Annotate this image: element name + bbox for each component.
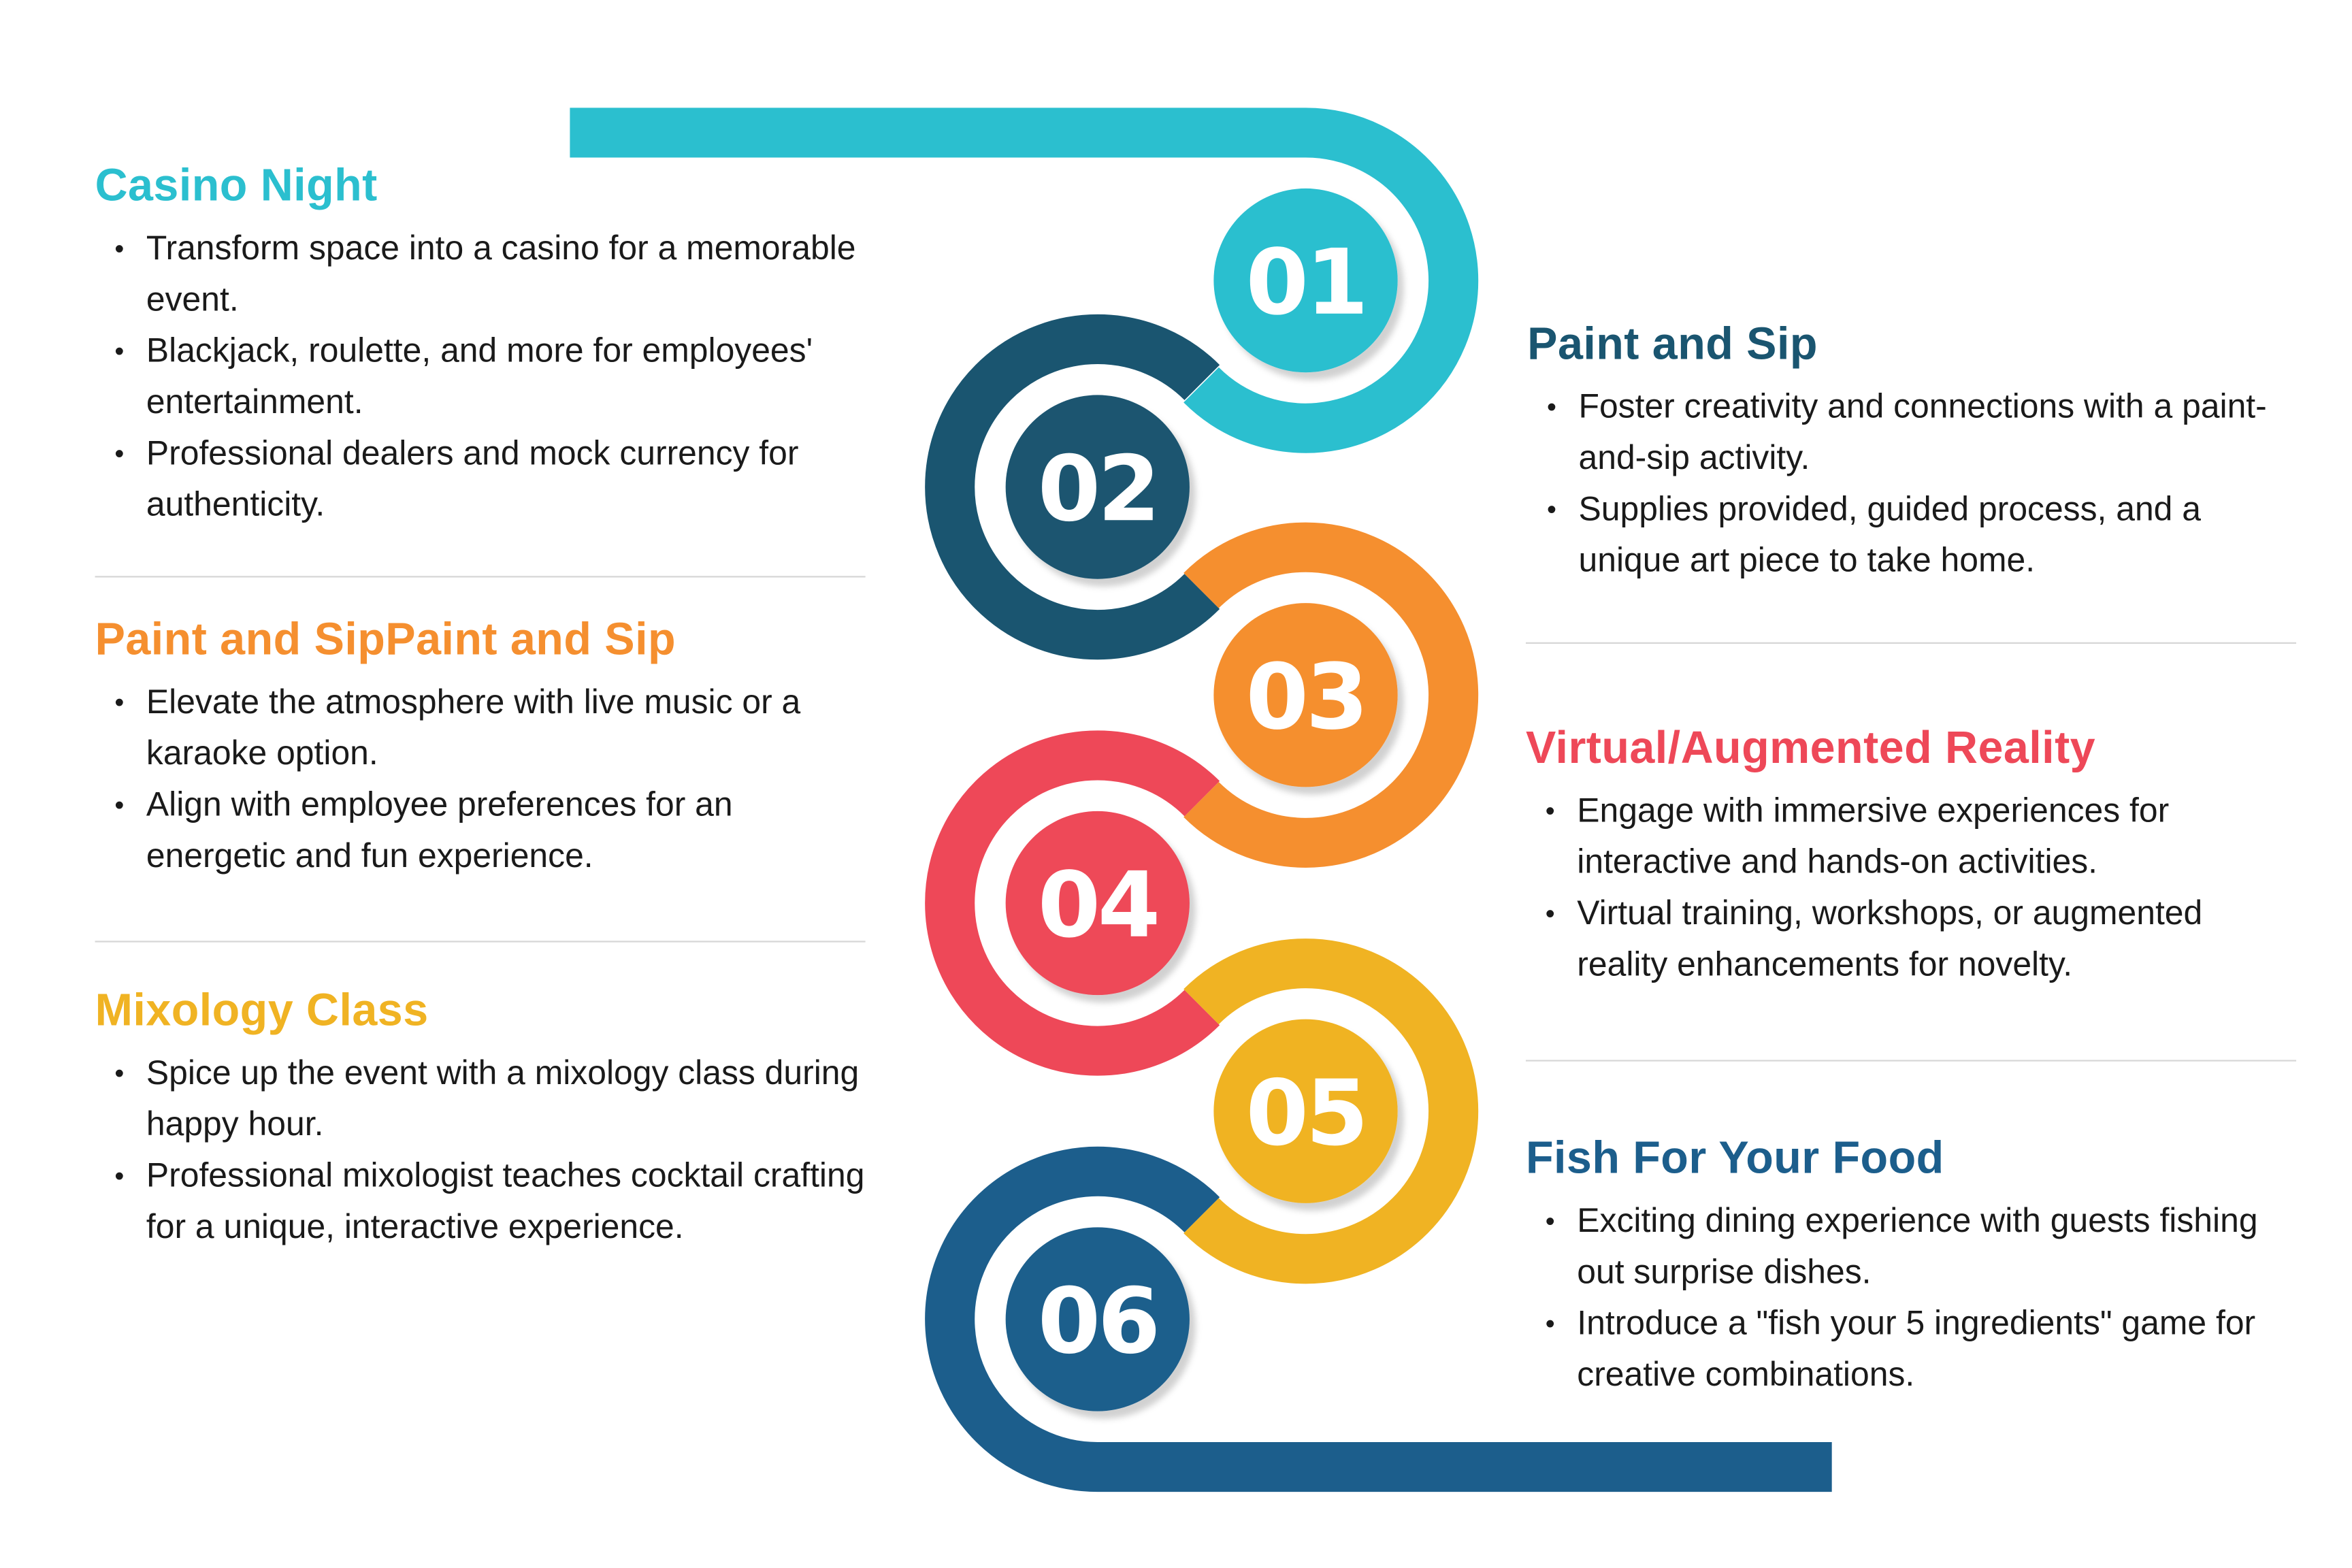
path-segment-01	[570, 108, 1479, 453]
section-title: Mixology Class	[95, 985, 429, 1036]
bullet-item: Professional dealers and mock currency f…	[114, 428, 872, 531]
step-number: 06	[1038, 1269, 1158, 1374]
bullet-item: Foster creativity and connections with a…	[1547, 381, 2304, 484]
section-title: Paint and SipPaint and Sip	[95, 615, 676, 665]
section-fish-for-your-food: Fish For Your Food Exciting dining exper…	[1526, 1132, 2302, 1401]
path-segment-03	[1183, 522, 1479, 868]
bullet-item: Blackjack, roulette, and more for employ…	[114, 326, 872, 429]
section-casino-night: Casino Night Transform space into a casi…	[95, 160, 872, 531]
section-title: Casino Night	[95, 161, 378, 212]
step-number: 03	[1245, 645, 1365, 750]
step-number: 04	[1038, 853, 1158, 958]
bullet-item: Engage with immersive experiences for in…	[1546, 785, 2302, 888]
step-number: 02	[1038, 437, 1158, 542]
bullet-item: Virtual training, workshops, or augmente…	[1546, 888, 2302, 991]
bullet-item: Transform space into a casino for a memo…	[114, 223, 872, 326]
bullet-item: Align with employee preferences for an e…	[114, 779, 872, 882]
step-circle	[1213, 188, 1398, 373]
step-circle	[1005, 811, 1190, 996]
bullet-item: Exciting dining experience with guests f…	[1546, 1196, 2302, 1298]
step-circle	[1213, 603, 1398, 787]
path-segment-06	[925, 1146, 1832, 1492]
divider	[95, 941, 866, 943]
section-mixology-class: Mixology Class Spice up the event with a…	[95, 985, 872, 1253]
path-segment-04	[925, 730, 1220, 1076]
bullet-item: Introduce a "fish your 5 ingredients" ga…	[1546, 1298, 2302, 1401]
bullet-item: Spice up the event with a mixology class…	[114, 1048, 872, 1151]
step-number: 01	[1245, 231, 1365, 336]
divider	[95, 576, 866, 578]
path-segment-05	[1183, 938, 1479, 1284]
step-circle	[1005, 1227, 1190, 1411]
path-segment-02	[925, 314, 1220, 660]
step-badge-01: 01	[1213, 188, 1398, 373]
bullet-item: Supplies provided, guided process, and a…	[1547, 484, 2304, 587]
step-badge-02: 02	[1005, 395, 1190, 579]
section-paint-and-sip-left: Paint and SipPaint and Sip Elevate the a…	[95, 614, 872, 882]
step-circle	[1213, 1019, 1398, 1203]
section-title: Paint and Sip	[1527, 319, 1818, 370]
section-paint-and-sip: Paint and Sip Foster creativity and conn…	[1527, 318, 2304, 586]
step-circle	[1005, 395, 1190, 579]
step-badge-05: 05	[1213, 1019, 1398, 1203]
section-title: Virtual/Augmented Reality	[1525, 723, 2096, 774]
step-number: 05	[1245, 1061, 1365, 1166]
bullet-item: Professional mixologist teaches cocktail…	[114, 1150, 872, 1253]
step-badge-04: 04	[1005, 811, 1190, 996]
step-badge-06: 06	[1005, 1227, 1190, 1411]
step-badge-03: 03	[1213, 603, 1398, 787]
section-virtual-augmented-reality: Virtual/Augmented Reality Engage with im…	[1526, 722, 2302, 990]
bullet-item: Elevate the atmosphere with live music o…	[114, 677, 872, 780]
section-title: Fish For Your Food	[1525, 1133, 1944, 1184]
divider	[1525, 642, 2297, 644]
divider	[1525, 1060, 2297, 1062]
